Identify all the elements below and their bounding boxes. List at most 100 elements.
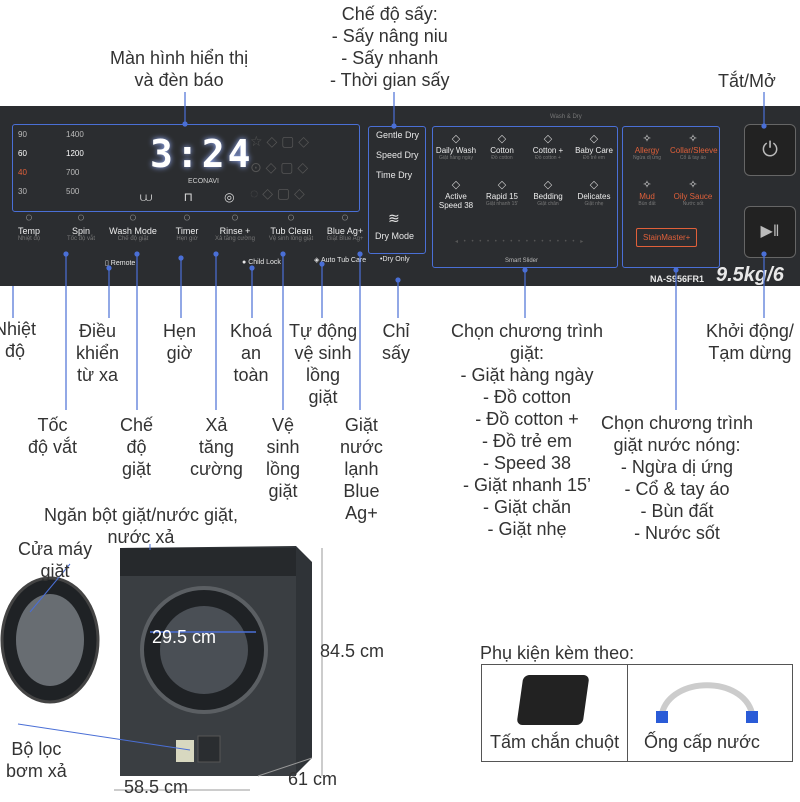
program-label: Daily Wash — [435, 146, 477, 155]
program-label: Cotton — [490, 146, 514, 155]
program-sub: Đồ cotton + — [535, 155, 561, 161]
height-dimension: 84.5 cm — [320, 641, 385, 661]
program-icon: ◇ — [451, 179, 461, 191]
dry-only-tag: •Dry Only — [380, 256, 410, 263]
panel-button-sub: Vệ sinh lồng giặt — [268, 236, 314, 242]
panel-button-label: Rinse + — [219, 226, 251, 236]
program-icon: ◇ — [497, 133, 507, 145]
dry-frame — [368, 126, 426, 254]
dry-speed[interactable]: Speed Dry — [376, 150, 419, 160]
program-label: Baby Care — [575, 146, 613, 155]
start-pause-button[interactable]: ▶‖ — [744, 206, 796, 258]
auto-tub-care-tag: ◈ Auto Tub Care — [314, 257, 367, 264]
dry-mode-button[interactable]: Dry Mode — [375, 231, 415, 241]
panel-button-icon: ◌ — [77, 210, 85, 224]
width-dimension: 58.5 cm — [124, 777, 189, 797]
callout-start-pause: Khởi động/Tạm dừng — [706, 321, 794, 363]
panel-button-icon: ◌ — [25, 210, 33, 224]
panel-button-sub: Giặt Blue Ag+ — [326, 236, 364, 242]
hot-program-icon: ✧ — [688, 133, 698, 145]
panel-button-label: Tub Clean — [270, 226, 312, 236]
program-label: Delicates — [577, 192, 611, 201]
status-icons: ⩊ ⊓ ◎ — [140, 190, 249, 204]
program-icon: ◇ — [543, 179, 553, 191]
hot-program-label: Allergy — [634, 146, 660, 155]
panel-button-label: Temp — [17, 226, 40, 236]
faint-indicator-icons: ☆ ◇ ▢ ◇⊙ ◇ ▢ ◇◌ ◇ ▢ ◇ — [250, 133, 309, 201]
program-sub: Giặt nhẹ — [584, 201, 604, 207]
program-sub: Giặt hàng ngày — [439, 155, 473, 161]
power-button[interactable]: ⏻ — [744, 124, 796, 176]
accessory-mouse-guard: Tấm chắn chuột — [490, 732, 620, 752]
panel-button-label: Timer — [175, 226, 199, 236]
accessory-water-hose: Ống cấp nước — [644, 732, 760, 752]
hot-program-icon: ✧ — [688, 179, 698, 191]
panel-button-icon: ◌ — [183, 210, 191, 224]
dry-time[interactable]: Time Dry — [376, 170, 413, 180]
panel-button-sub: Hẹn giờ — [176, 236, 198, 242]
panel-button-sub: Tốc độ vắt — [66, 236, 95, 242]
smart-slider-track[interactable]: ◂ • • • • • • • • • • • • • • • ▸ — [455, 239, 586, 245]
dry-gentle[interactable]: Gentle Dry — [376, 130, 420, 140]
hot-program-sub: Cổ & tay áo — [679, 155, 707, 161]
panel-button-icon: ◌ — [341, 210, 349, 224]
panel-button-4[interactable]: ◌ Rinse +Xả tăng cường — [210, 210, 260, 242]
program-label: Active Speed 38 — [438, 192, 474, 210]
hot-program-label: Collar/Sleeve — [670, 146, 718, 155]
hot-program-label: Oily Sauce — [673, 192, 713, 201]
program-button-4[interactable]: ◇Active Speed 38 — [434, 178, 478, 210]
econavi-indicator: ECONAVI — [188, 178, 219, 185]
hot-program-icon: ✧ — [642, 179, 652, 191]
program-sub: Giặt chăn — [537, 201, 559, 207]
panel-button-sub: Chế độ giặt — [117, 236, 149, 242]
remote-tag: ▯ Remote — [105, 260, 136, 267]
smart-slider-label: Smart Slider — [505, 258, 539, 264]
stainmaster-button[interactable]: StainMaster+ — [636, 228, 698, 247]
accessories-box: Tấm chắn chuột Ống cấp nước — [481, 664, 793, 762]
washing-machine-illustration — [0, 544, 323, 791]
hot-program-label: Mud — [639, 192, 655, 201]
program-label: Cotton + — [532, 146, 564, 155]
panel-button-icon: ◌ — [231, 210, 239, 224]
mouse-guard-image — [516, 675, 590, 725]
program-icon: ◇ — [589, 179, 599, 191]
program-label: Rapid 15 — [485, 192, 519, 201]
panel-button-icon: ◌ — [287, 210, 295, 224]
panel-button-6[interactable]: ◌Blue Ag+Giặt Blue Ag+ — [320, 210, 370, 242]
power-label: Tắt/Mở — [718, 71, 776, 91]
dry-modes-label: Chế độ sấy:- Sấy nâng niu - Sấy nhanh- T… — [330, 4, 450, 90]
capacity: 9.5kg/6 — [716, 264, 784, 286]
hot-program-sub: Ngừa dị ứng — [632, 155, 662, 161]
program-label: Bedding — [533, 192, 563, 201]
program-button-2[interactable]: ◇Cotton +Đồ cotton + — [526, 132, 570, 161]
panel-button-sub: Xả tăng cường — [215, 236, 255, 242]
panel-button-sub: Nhiệt độ — [17, 236, 41, 242]
